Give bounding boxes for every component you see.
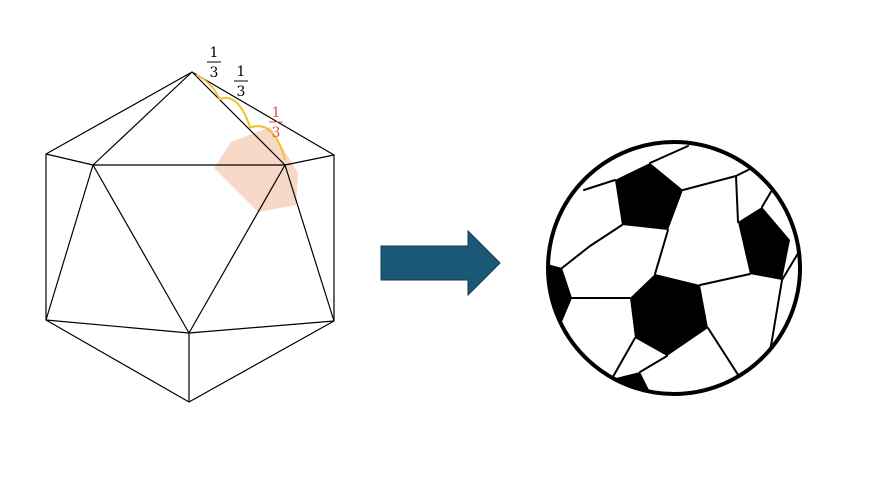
ball-patch-center	[630, 274, 708, 356]
icosahedron-edges	[45, 71, 335, 402]
fraction-label-3: 1 3	[269, 105, 283, 141]
soccer-ball-icon	[546, 140, 802, 396]
trisection-arc-3	[248, 125, 286, 161]
arrow-right-icon	[380, 229, 501, 297]
trisection-arc-2	[219, 96, 251, 128]
ball-patch-top	[615, 163, 683, 230]
icosahedron-icon	[45, 71, 335, 403]
trisection-arc-1	[195, 74, 221, 101]
fraction-denominator: 3	[210, 65, 219, 81]
fraction-denominator: 3	[272, 125, 281, 141]
fraction-denominator: 3	[237, 84, 246, 100]
fraction-numerator: 1	[272, 105, 281, 121]
ball-patch-right	[738, 207, 790, 280]
fraction-numerator: 1	[237, 64, 246, 80]
icosahedron-outline	[45, 71, 335, 403]
trisection-arcs	[195, 74, 286, 161]
fraction-label-2: 1 3	[234, 64, 248, 100]
ball-outline	[546, 140, 802, 396]
fraction-label-1: 1 3	[207, 45, 221, 81]
truncation-pentagon	[214, 127, 298, 212]
fraction-numerator: 1	[210, 45, 219, 61]
